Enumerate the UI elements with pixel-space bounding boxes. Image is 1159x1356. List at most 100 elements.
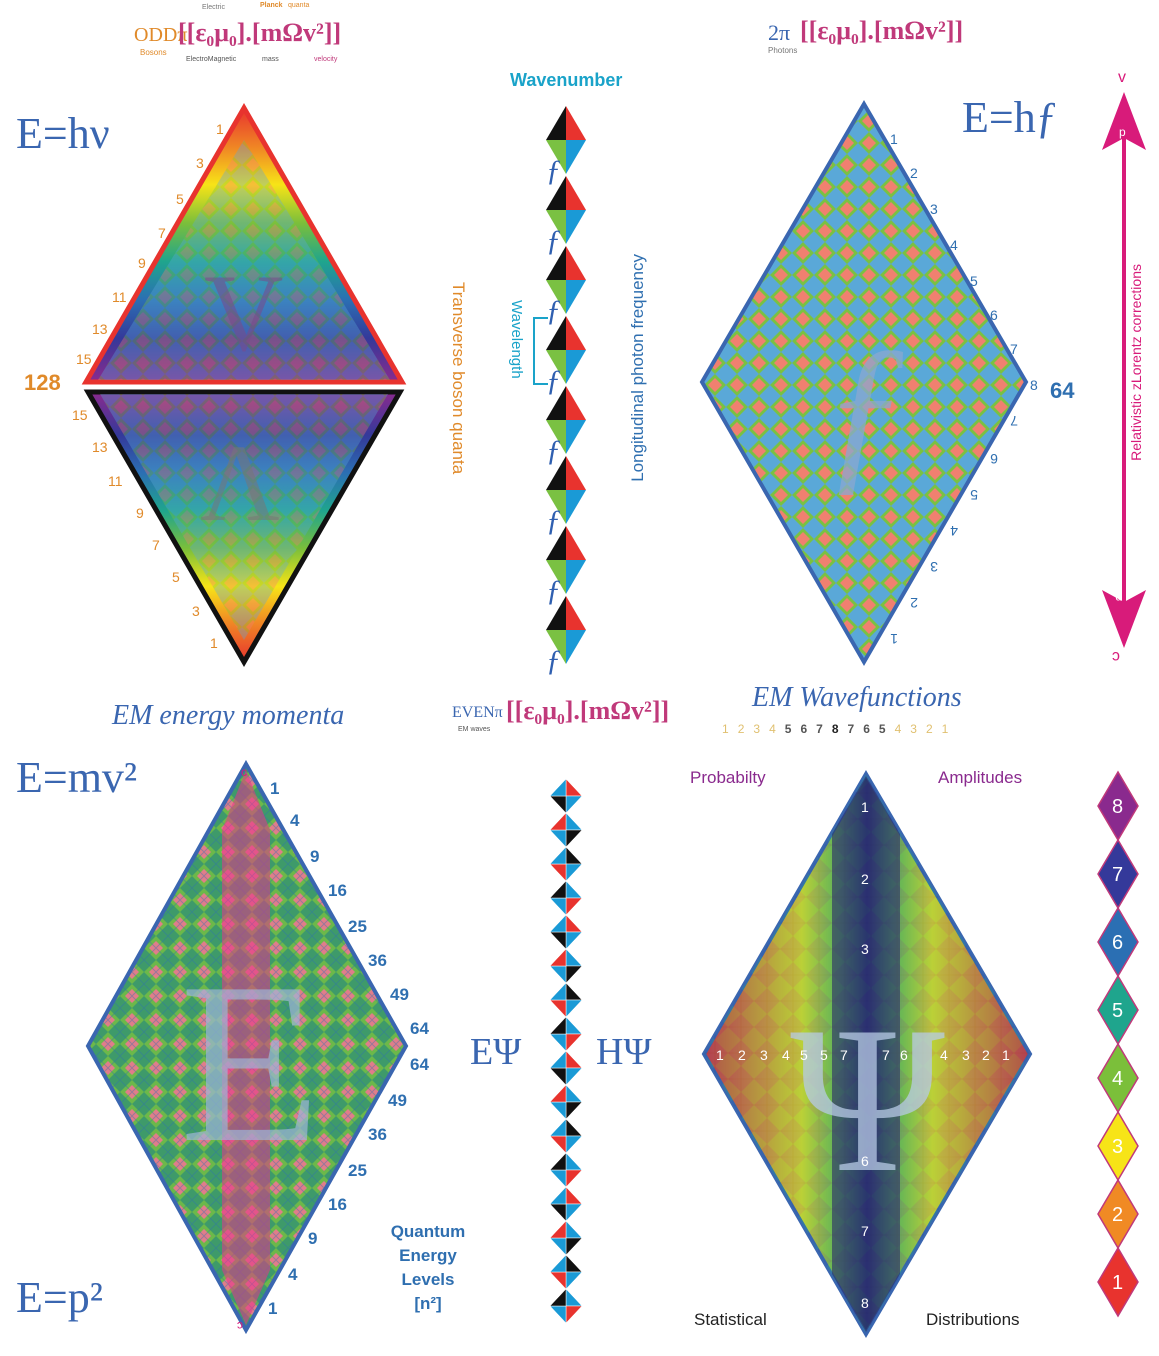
quantum-levels-label: Quantum Energy Levels [n²]	[380, 1220, 476, 1316]
svg-text:6: 6	[861, 1153, 869, 1169]
energy-momenta-title: EM energy momenta	[112, 700, 345, 731]
chain-diamond-segment	[566, 490, 586, 524]
wave-chain-segment	[565, 846, 583, 865]
svg-text:4: 4	[288, 1265, 298, 1284]
wave-f-glyph: ƒ	[546, 294, 561, 327]
wave-chain-segment	[549, 931, 567, 950]
chain-diamond-segment	[566, 176, 586, 210]
svg-text:7: 7	[1010, 413, 1018, 429]
wave-chain-segment	[549, 999, 567, 1018]
svg-text:5: 5	[800, 1047, 808, 1063]
wave-chain-segment	[565, 931, 583, 950]
svg-text:11: 11	[108, 473, 123, 489]
note-velocity: velocity	[314, 56, 338, 63]
svg-text:3: 3	[930, 559, 938, 575]
relativistic-arrow	[1102, 92, 1146, 648]
formula-odd-sub: Bosons	[140, 48, 167, 57]
e-psi: EΨ	[470, 1031, 522, 1073]
top-right-f-symbol: ƒ	[820, 310, 910, 509]
wave-chain-segment	[549, 880, 567, 899]
svg-text:1: 1	[890, 631, 898, 647]
upper-triangle-diamonds	[98, 140, 390, 380]
svg-text:36: 36	[368, 1125, 387, 1144]
side-column-number: 7	[1112, 864, 1123, 886]
formula-odd-body: [[ε₀μ₀].[mΩv²]]	[178, 18, 342, 47]
count-64: 64	[1050, 378, 1075, 403]
amplitudes-label: Amplitudes	[938, 768, 1023, 787]
wave-chain-segment	[549, 1254, 567, 1273]
svg-text:13: 13	[92, 321, 108, 337]
wave-chain-segment	[565, 1101, 583, 1120]
svg-text:1: 1	[890, 131, 898, 147]
svg-text:9: 9	[310, 847, 319, 866]
wave-chain-segment	[565, 1203, 583, 1222]
arrow-top-v: v	[1118, 69, 1126, 86]
magenta-spine	[222, 770, 270, 1325]
wave-f-glyph: ƒ	[546, 224, 561, 257]
equation-e-mv2: E=mv²	[16, 753, 138, 802]
top-right-diamond	[699, 100, 1029, 666]
chain-diamond-segment	[566, 596, 586, 630]
relativistic-label: Relativistic zLorentz corrections	[1128, 264, 1144, 461]
column-numbers: 1 2 3 6 7 8	[861, 799, 869, 1311]
svg-text:1: 1	[861, 799, 869, 815]
wave-f-glyph: ƒ	[546, 364, 561, 397]
chain-diamond-segment	[566, 280, 586, 314]
svg-text:36: 36	[368, 951, 387, 970]
svg-text:3: 3	[196, 155, 204, 171]
formula-odd-prefix: ODDπ	[134, 24, 188, 46]
equation-e-hf: E=hƒ	[962, 93, 1058, 142]
note-electric: Electric	[202, 4, 225, 11]
svg-text:5: 5	[172, 569, 180, 585]
chain-diamond-segment	[566, 350, 586, 384]
chain-diamond-segment	[566, 210, 586, 244]
svg-text:4: 4	[950, 237, 958, 253]
scale-item: 4	[769, 722, 776, 736]
chain-diamond-segment	[566, 106, 586, 140]
wave-chain-segment	[549, 846, 567, 865]
bottom-left-lower-numbers: 64 49 36 25 16 9 4 1	[268, 1055, 429, 1318]
wave-chain-segment	[565, 829, 583, 848]
wave-f-glyph: ƒ	[546, 504, 561, 537]
scale-item: 5	[878, 722, 886, 736]
wave-chain-segment	[549, 948, 567, 967]
svg-text:7: 7	[1010, 341, 1018, 357]
wave-chain-segment	[565, 999, 583, 1018]
svg-text:1: 1	[716, 1047, 724, 1063]
svg-text:5: 5	[970, 487, 978, 503]
chain-diamond-segment	[546, 280, 566, 314]
quantum-line-3: Levels	[401, 1270, 455, 1289]
lower-lambda-symbol: Λ	[200, 422, 280, 544]
chain-diamond-segment	[566, 386, 586, 420]
svg-text:2: 2	[738, 1047, 746, 1063]
wave-chain-segment	[565, 1050, 583, 1069]
wave-chain-segment	[565, 1084, 583, 1103]
wave-chain-segment	[549, 1271, 567, 1290]
svg-text:1: 1	[270, 779, 279, 798]
svg-text:13: 13	[92, 439, 108, 455]
wave-chain-segment	[565, 1237, 583, 1256]
wave-chain-segment	[565, 1271, 583, 1290]
wave-f-glyph: ƒ	[546, 434, 561, 467]
wave-chain-segment	[549, 1033, 567, 1052]
statistical-label: Statistical	[694, 1310, 767, 1329]
side-column-number: 5	[1112, 1000, 1123, 1022]
wave-chain-segment	[565, 1220, 583, 1239]
svg-text:6: 6	[990, 451, 998, 467]
wave-chain-segment	[565, 897, 583, 916]
wave-chain-segment	[549, 812, 567, 831]
side-column-number: 3	[1112, 1136, 1123, 1158]
wave-chain-segment	[549, 1016, 567, 1035]
chain-diamond-segment	[566, 456, 586, 490]
svg-text:2: 2	[982, 1047, 990, 1063]
svg-text:9: 9	[136, 505, 144, 521]
wave-chain-segment	[565, 982, 583, 1001]
svg-text:7: 7	[882, 1047, 890, 1063]
svg-text:3: 3	[962, 1047, 970, 1063]
wave-chain-segment	[549, 1152, 567, 1171]
svg-text:3: 3	[192, 603, 200, 619]
side-column-diamond	[1097, 1246, 1139, 1318]
wave-chain-segment	[549, 1135, 567, 1154]
svg-text:5: 5	[820, 1047, 828, 1063]
chain-diamond-segment	[546, 526, 566, 560]
